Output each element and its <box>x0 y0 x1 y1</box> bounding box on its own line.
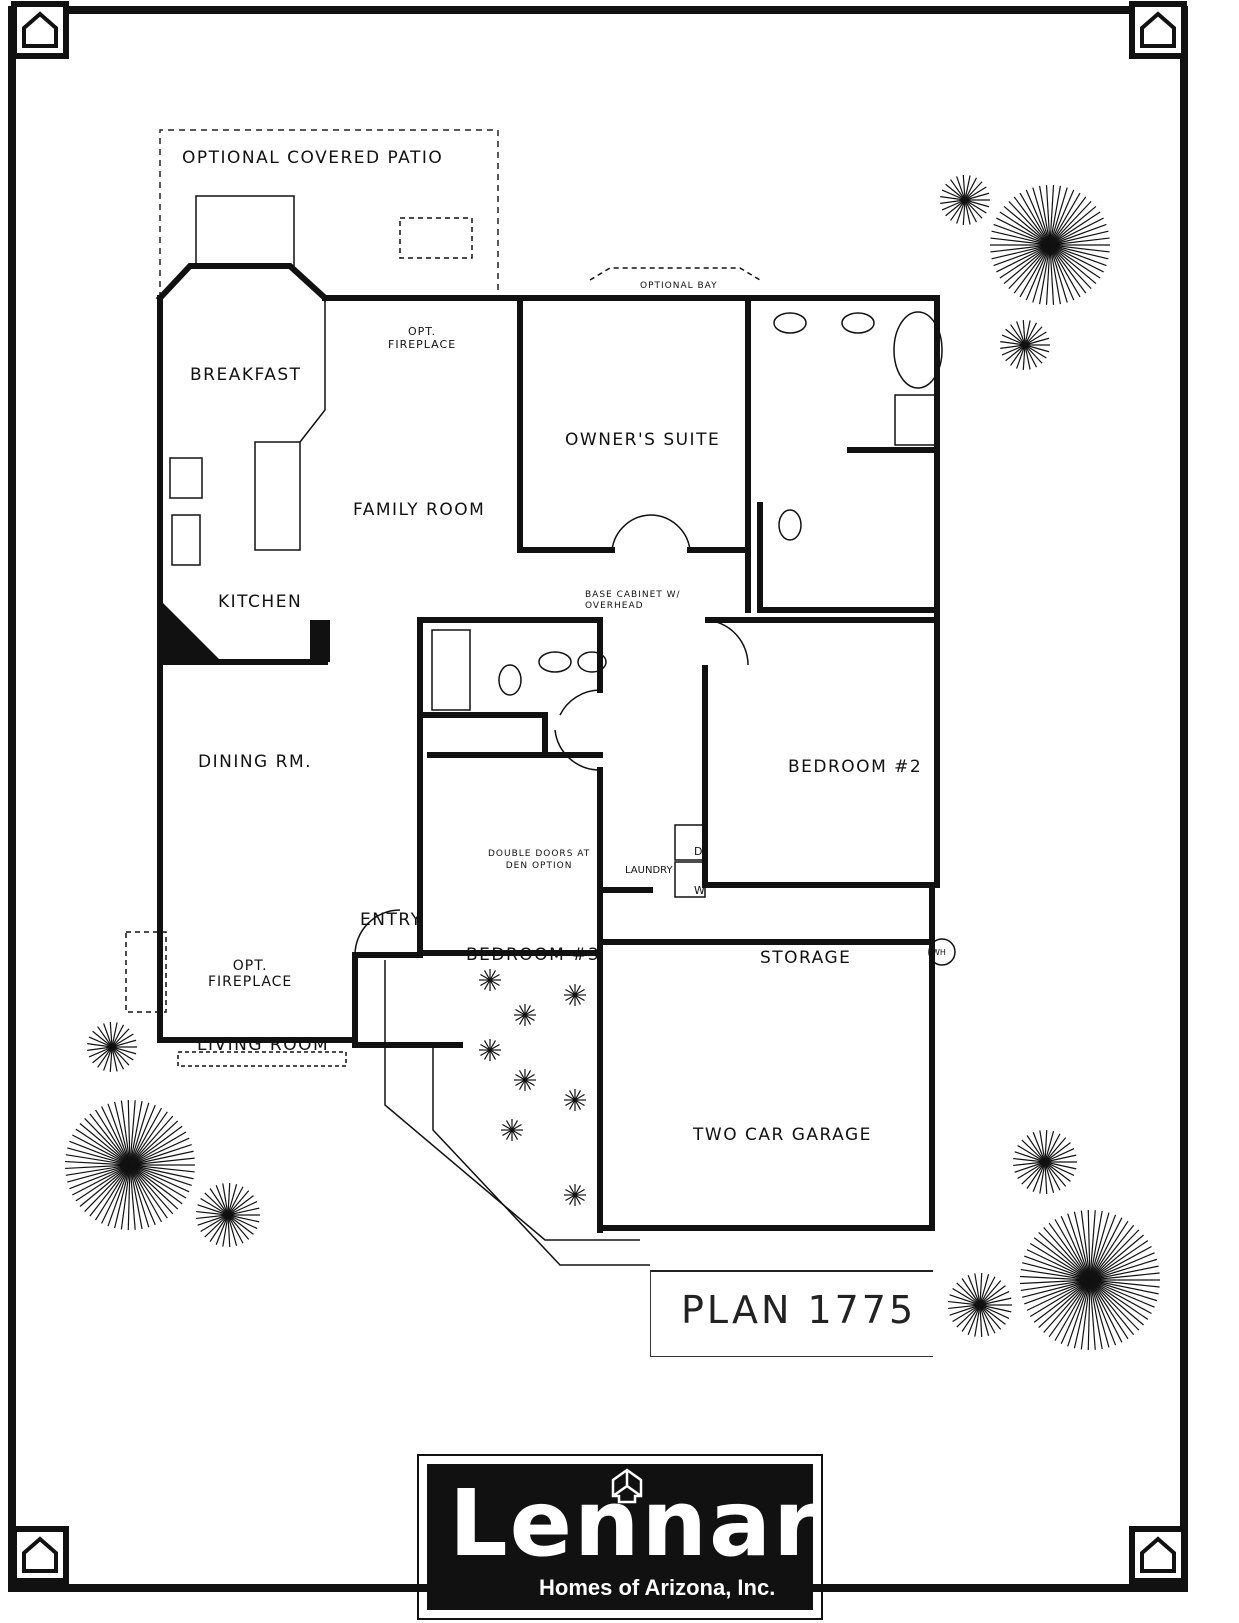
water-heater-icon <box>928 938 956 966</box>
shrub-icon <box>514 1069 536 1091</box>
double-doors-note: DOUBLE DOORS AT DEN OPTION <box>488 849 591 871</box>
tree-icon <box>1020 1210 1160 1350</box>
sink-icon <box>577 651 607 673</box>
tree-icon <box>65 1100 195 1230</box>
washer-label: W <box>694 884 706 897</box>
fixtures <box>125 195 956 1266</box>
shrub-icon <box>564 1184 586 1206</box>
bedroom-3-label: BEDROOM #3 <box>466 945 601 965</box>
base-cabinet-label: BASE CABINET W/ OVERHEAD <box>585 590 681 611</box>
family-room-label: FAMILY ROOM <box>353 500 486 520</box>
walls <box>155 263 940 1233</box>
corner-house-icon <box>11 1 69 59</box>
lennar-logo: Lennar Homes of Arizona, Inc. <box>417 1454 823 1620</box>
opt-fireplace-family-icon <box>399 217 473 259</box>
shrub-icon <box>564 984 586 1006</box>
shrub-icon <box>514 1004 536 1026</box>
sink-icon <box>538 651 572 673</box>
optional-bay-outline <box>589 267 761 281</box>
double-door-swing <box>611 514 691 551</box>
tree-icon <box>196 1183 260 1247</box>
tub-icon <box>893 311 943 389</box>
plan-title: PLAN 1775 <box>681 1288 917 1332</box>
tree-icon <box>1000 320 1050 370</box>
tree-icon <box>948 1273 1012 1337</box>
tree-icon <box>87 1022 137 1072</box>
tree-icon <box>1013 1130 1077 1194</box>
laundry-label: LAUNDRY <box>625 865 673 876</box>
bathtub-icon <box>431 629 471 711</box>
kitchen-label: KITCHEN <box>218 592 303 612</box>
corner-house-icons <box>11 1 1187 1584</box>
shower-icon <box>894 394 936 446</box>
shrub-icon <box>479 1039 501 1061</box>
shrub-icon <box>479 969 501 991</box>
landscape-trees <box>65 175 1160 1350</box>
kitchen-sink-icon <box>171 514 201 566</box>
opt-fireplace-living-label: OPT. FIREPLACE <box>208 958 293 990</box>
entry-label: ENTRY <box>360 910 423 930</box>
bath-door-swing <box>559 689 601 716</box>
corner-house-icon <box>11 1526 69 1584</box>
optional-covered-patio-label: OPTIONAL COVERED PATIO <box>182 148 444 168</box>
patio-table <box>195 195 295 267</box>
living-room-label: LIVING ROOM <box>197 1035 330 1055</box>
pantry-corner <box>160 600 330 662</box>
breakfast-label: BREAKFAST <box>190 365 302 385</box>
opt-fireplace-living-icon <box>125 931 167 1013</box>
kitchen-island <box>254 441 301 551</box>
opt-fireplace-family-label: OPT. FIREPLACE <box>388 325 457 351</box>
plan-title-box: PLAN 1775 <box>650 1270 933 1357</box>
two-car-garage-label: TWO CAR GARAGE <box>693 1125 872 1145</box>
bedroom-2-label: BEDROOM #2 <box>788 757 923 777</box>
dryer-label: D <box>694 845 704 858</box>
dryer-icon <box>674 824 706 861</box>
sink-icon <box>773 312 807 334</box>
toilet-icon <box>778 509 802 541</box>
storage-label: STORAGE <box>760 948 852 968</box>
range-icon <box>169 457 203 499</box>
owners-suite-label: OWNER'S SUITE <box>565 430 721 450</box>
corner-house-icon <box>1129 1526 1187 1584</box>
lennar-subtitle: Homes of Arizona, Inc. <box>539 1575 776 1600</box>
optional-bay-label: OPTIONAL BAY <box>640 281 718 291</box>
lennar-house-icon <box>611 1468 643 1504</box>
toilet-icon <box>498 664 522 696</box>
corner-house-icon <box>1129 1 1187 59</box>
water-heater-label: WH <box>932 948 946 957</box>
dining-room-label: DINING RM. <box>198 752 313 772</box>
lennar-wordmark: Lennar <box>449 1470 821 1577</box>
entry-door-swing <box>354 909 401 956</box>
tree-icon <box>940 175 990 225</box>
washer-icon <box>674 861 706 898</box>
shrub-icon <box>501 1119 523 1141</box>
tree-icon <box>990 185 1110 305</box>
sink-icon <box>841 312 875 334</box>
shrub-icon <box>564 1089 586 1111</box>
